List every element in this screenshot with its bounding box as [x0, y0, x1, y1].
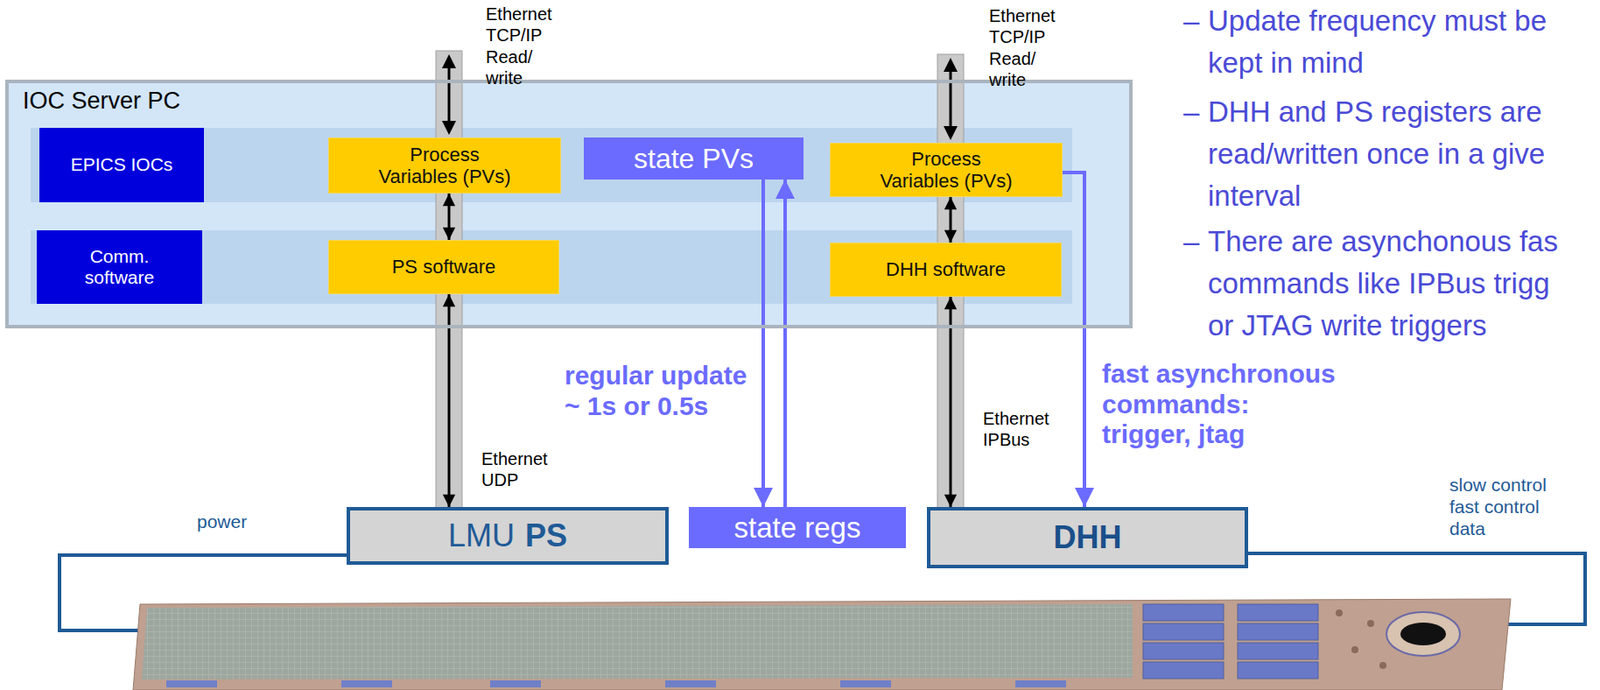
box-text: Process Variables (PVs)	[874, 147, 1019, 193]
arrow-head	[775, 179, 795, 199]
state-box: state PVs	[583, 137, 804, 180]
connector	[944, 196, 957, 243]
connector-ring	[1386, 611, 1460, 656]
component-dot	[1335, 609, 1343, 617]
arrow-head	[442, 120, 457, 135]
sensor-pad	[840, 680, 892, 688]
bullet-dash: –	[1183, 0, 1200, 43]
bullet-note: There are asynchonous fas commands like …	[1207, 220, 1576, 347]
bullet-dash: –	[1183, 220, 1200, 263]
connector	[442, 193, 456, 240]
interface-label: Ethernet TCP/IP Read/ write	[485, 3, 565, 90]
pixel-matrix	[141, 603, 1133, 680]
arrow-head	[944, 296, 957, 309]
hardware-box: DHH	[926, 506, 1249, 569]
connector	[775, 179, 795, 507]
arrow-head	[944, 196, 957, 210]
arrow-head	[442, 54, 457, 69]
connector-line	[1062, 172, 1085, 507]
connector	[1062, 172, 1095, 507]
readout-chip	[1237, 623, 1319, 640]
readout-chip	[1143, 603, 1224, 621]
arrow-head	[944, 494, 957, 507]
connector-hole	[1400, 622, 1446, 646]
box-text: LMU	[448, 517, 515, 555]
box-text: PS software	[392, 255, 497, 278]
component-dot	[1351, 645, 1359, 653]
box-text: state PVs	[633, 142, 754, 176]
cable-label: slow control fast control data	[1449, 473, 1564, 541]
layer-box: Comm. software	[36, 230, 203, 304]
edge-label: fast asynchronous commands: trigger, jta…	[1101, 358, 1344, 450]
readout-chip	[1237, 603, 1319, 621]
cable-label: power	[196, 510, 247, 533]
arrow-head	[943, 57, 958, 72]
arrow-head	[1074, 487, 1095, 507]
hardware-box: LMU PS	[346, 506, 669, 565]
ethernet-arrow	[448, 64, 451, 125]
state-box: state regs	[688, 506, 906, 548]
layer-box: EPICS IOCs	[39, 127, 204, 203]
sensor-pad	[665, 680, 716, 688]
box-text: DHH software	[885, 258, 1006, 281]
software-box: DHH software	[829, 242, 1062, 297]
connector	[753, 179, 773, 507]
readout-chip	[1237, 661, 1319, 679]
arrow-head	[753, 487, 773, 507]
bullet-note: Update frequency must be kept in mind	[1207, 0, 1576, 85]
box-text: state regs	[734, 511, 862, 545]
ethernet-arrow	[949, 68, 953, 130]
edge-label: Ethernet IPBus	[982, 407, 1062, 451]
box-text: PS	[525, 517, 568, 555]
edge-label: Ethernet UDP	[481, 448, 561, 492]
arrow-head	[943, 126, 958, 141]
pv-box: Process Variables (PVs)	[328, 137, 562, 194]
box-text: DHH	[1053, 519, 1123, 556]
arrow-head	[442, 227, 456, 240]
pv-box: Process Variables (PVs)	[829, 142, 1063, 197]
readout-chip	[1143, 661, 1224, 679]
component-dot	[1367, 619, 1375, 627]
arrow-head	[944, 230, 957, 243]
box-text: Process Variables (PVs)	[372, 143, 518, 189]
readout-chip	[1143, 623, 1224, 640]
edge-label: regular update ~ 1s or 0.5s	[564, 360, 756, 422]
readout-chip	[1237, 642, 1319, 660]
arrow-head	[442, 494, 456, 507]
connector-line	[949, 296, 953, 507]
readout-chip	[1143, 642, 1224, 660]
box-text: Comm. software	[76, 245, 164, 288]
software-box: PS software	[328, 239, 560, 295]
sensor-pad	[341, 680, 393, 688]
sensor-pad	[490, 680, 541, 688]
box-title: IOC Server PC	[22, 87, 181, 115]
sensor-board	[133, 598, 1511, 690]
ioc-band	[30, 127, 1073, 203]
server-box: IOC Server PC EPICS IOCs Process Variables…	[5, 79, 1133, 329]
component-dot	[1379, 661, 1387, 669]
software-band	[30, 230, 1073, 304]
bullet-dash: –	[1183, 91, 1200, 134]
box-text: EPICS IOCs	[70, 154, 174, 176]
sensor-pad	[1015, 680, 1067, 688]
connector-line	[783, 179, 787, 507]
sensor-pad	[166, 680, 218, 688]
connector-line	[761, 179, 765, 507]
connector	[944, 296, 957, 507]
arrow-head	[442, 294, 456, 307]
arrow-head	[442, 193, 456, 206]
bullet-note: DHH and PS registers are read/written on…	[1207, 91, 1576, 218]
interface-label: Ethernet TCP/IP Read/ write	[989, 5, 1068, 92]
